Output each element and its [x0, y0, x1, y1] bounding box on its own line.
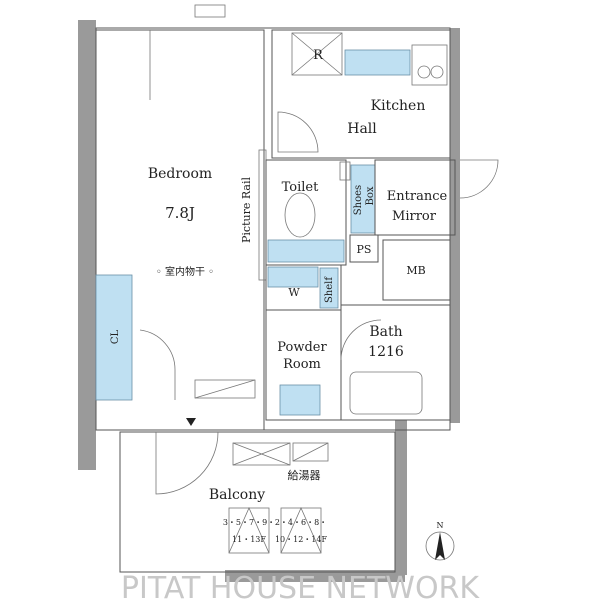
mb-label: MB	[406, 264, 425, 277]
powder-room-label-2: Room	[283, 357, 321, 372]
ps	[349, 234, 379, 263]
bottom-wall	[225, 570, 405, 582]
closet-label: CL	[110, 329, 121, 344]
bedroom-label: Bedroom	[148, 166, 212, 182]
balcony	[119, 431, 396, 573]
sink	[344, 49, 411, 76]
north-compass-icon	[425, 531, 455, 561]
entrance-arrow-icon	[186, 418, 196, 426]
toilet-label: Toilet	[282, 180, 319, 195]
water-heater	[232, 442, 291, 466]
shoes-box-label-2: Box	[365, 186, 376, 205]
entrance-label: Entrance	[387, 189, 448, 204]
refrigerator-label: R	[313, 48, 324, 63]
kitchen-label: Kitchen	[371, 98, 426, 114]
powder-room-label-1: Powder	[277, 340, 327, 355]
left-wall	[78, 20, 96, 470]
shelf	[319, 267, 339, 309]
window	[194, 4, 226, 18]
shoes-box-label-1: Shoes	[353, 185, 364, 215]
bath-size: 1216	[368, 344, 404, 360]
evac-hatch-odd	[228, 507, 270, 554]
hall-label: Hall	[347, 121, 377, 137]
ps-label: PS	[357, 243, 372, 256]
bath	[340, 304, 451, 421]
bath-label: Bath	[369, 324, 402, 340]
water-heater-label: 給湯器	[288, 468, 321, 482]
stove	[411, 44, 448, 86]
kitchen	[271, 29, 451, 159]
indoor-drying-label: ◦ 室内物干 ◦	[156, 265, 214, 278]
evac-odd-label-2: 11・13F	[232, 535, 266, 544]
picture-rail-label: Picture Rail	[240, 177, 253, 243]
watermark: PITAT HOUSE NETWORK	[121, 571, 480, 600]
mirror-label: Mirror	[392, 209, 437, 224]
evac-odd-label-1: 3・5・7・9・	[223, 518, 275, 527]
bathtub	[349, 371, 423, 415]
refrigerator	[291, 32, 343, 76]
entrance-door[interactable]	[459, 159, 499, 199]
washer-label: W	[288, 286, 300, 299]
bedroom-size: 7.8J	[165, 204, 195, 222]
picture-rail-line	[258, 149, 267, 281]
entrance	[374, 159, 456, 236]
balcony-label: Balcony	[209, 487, 265, 503]
compass-label: N	[437, 521, 444, 530]
shelf-label: Shelf	[324, 276, 335, 303]
vanity	[279, 384, 321, 416]
evac-even-label-1: 2・4・6・8・	[275, 518, 327, 527]
balcony-right-wall	[395, 420, 407, 575]
closet	[95, 274, 133, 401]
evac-even-label-2: 10・12・14F	[275, 535, 328, 544]
evac-hatch-even	[280, 507, 322, 554]
bedroom	[95, 29, 265, 431]
mb	[382, 239, 451, 301]
washer	[267, 266, 319, 288]
